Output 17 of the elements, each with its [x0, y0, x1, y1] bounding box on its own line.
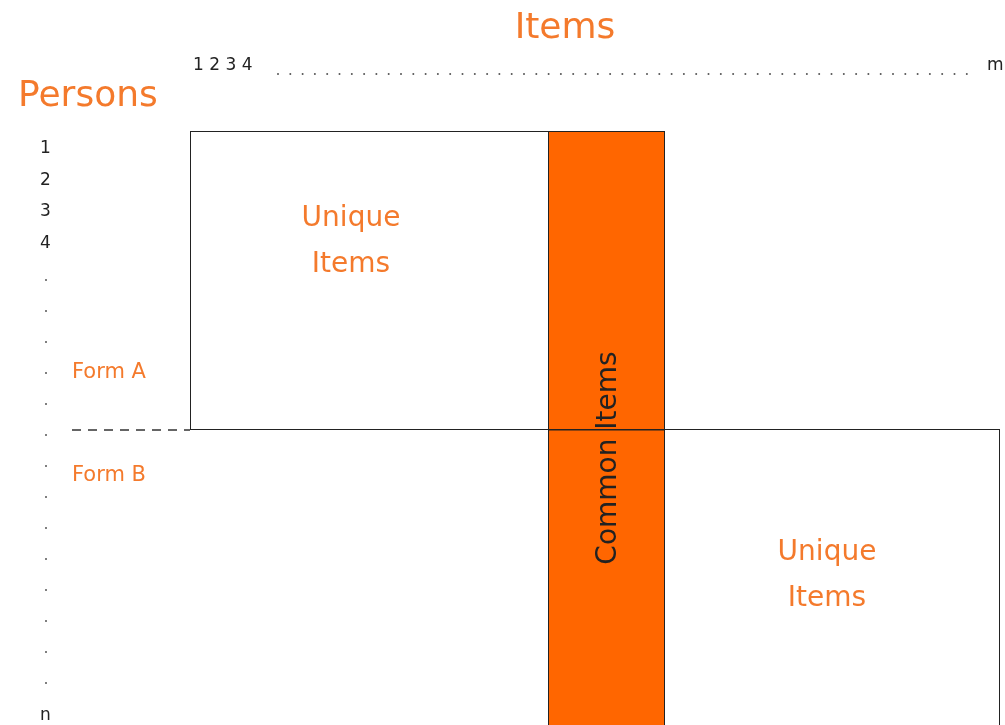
person-number: 4: [40, 234, 51, 251]
common-items-band: [548, 131, 665, 725]
axis-title: Items: [514, 8, 616, 44]
axis-title: Persons: [18, 76, 158, 112]
form-label: Form A: [72, 361, 146, 382]
item-number: m: [987, 56, 1004, 73]
person-number: 2: [40, 171, 51, 188]
form-block: [190, 131, 549, 430]
block-label: Unique Items: [776, 533, 878, 615]
person-number: 1: [40, 139, 51, 156]
person-number: n: [40, 706, 51, 723]
item-numbers: 1 2 3 4: [193, 56, 253, 73]
form-label: Form B: [72, 464, 146, 485]
form-block: [664, 429, 1000, 725]
band-label: Common Items: [592, 351, 621, 565]
block-label: Unique Items: [300, 199, 402, 281]
person-number: 3: [40, 202, 51, 219]
